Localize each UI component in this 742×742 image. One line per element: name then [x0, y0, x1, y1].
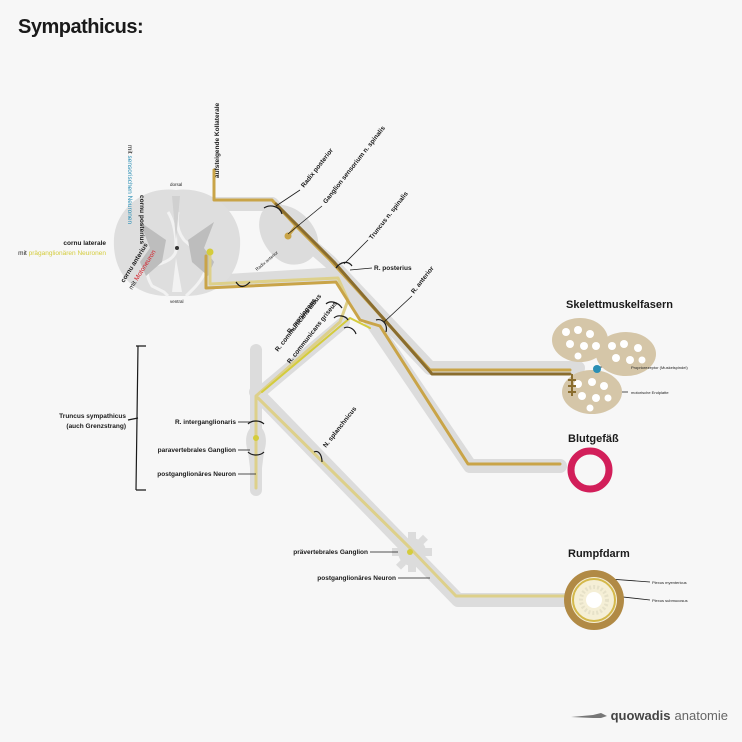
label-truncus-spinalis: Truncus n. spinalis	[368, 190, 410, 241]
label-n-splanchnicus: N. splanchnicus	[322, 405, 358, 449]
label-truncus-sympathicus: Truncus sympathicus	[59, 413, 126, 420]
label-radix-posterior: Radix posterior	[300, 147, 335, 189]
label-r-anterior: R. anterior	[410, 265, 436, 295]
label-praevertebrales-ganglion: prävertebrales Ganglion	[293, 549, 368, 556]
sensory-fiber-dark	[274, 202, 572, 376]
label-plexus-myentericus: Plexus myentericus	[652, 580, 687, 585]
label-r-interganglionaris: R. interganglionaris	[175, 419, 236, 426]
label-plexus-submucosus: Plexus submucosus	[652, 598, 688, 603]
label-aufsteigende-kollaterale: aufsteigende Kollaterale	[214, 102, 221, 178]
motor-fiber	[204, 254, 562, 466]
label-auch-grenzstrang: (auch Grenzstrang)	[66, 423, 126, 430]
label-skelettmuskelfasern: Skelettmuskelfasern	[566, 299, 673, 311]
brand-word-anatomie: anatomie	[674, 708, 728, 723]
brand-logo: quowadis anatomie	[570, 708, 728, 723]
label-blutgefaess: Blutgefäß	[568, 433, 619, 445]
muscle-fibers	[552, 318, 656, 414]
label-dorsal: dorsal	[170, 182, 182, 187]
label-postganglionaeres-neuron-2: postganglionäres Neuron	[317, 575, 396, 582]
label-rumpfdarm: Rumpfdarm	[568, 548, 630, 560]
postganglionic-to-gut	[256, 396, 574, 598]
label-ventral: ventral	[170, 299, 184, 304]
label-radix-anterior: Radix anterior	[254, 250, 279, 272]
label-cornu-posterius: cornu posterius	[138, 195, 145, 245]
label-r-posterius: R. posterius	[374, 265, 412, 272]
brand-word-quowadis: quowadis	[610, 708, 671, 723]
label-cornu-laterale: cornu laterale	[63, 240, 106, 247]
gut-cross-section	[564, 570, 624, 630]
label-mit-praeganglionaeren: mit präganglionären Neuronen	[18, 250, 106, 257]
blood-vessel	[567, 447, 613, 493]
label-propriorezeptor: Propriorezeptor (Muskelspindel)	[631, 365, 688, 370]
label-ganglion-sensorium: Ganglion sensorium n. spinalis	[322, 125, 387, 206]
scalpel-icon	[570, 712, 607, 718]
label-motorische-endplatte: motorische Endplatte	[631, 390, 669, 395]
page-title: Sympathicus:	[18, 16, 144, 38]
nerve-markers	[127, 205, 387, 491]
label-paravertebrales-ganglion: paravertebrales Ganglion	[158, 447, 236, 454]
label-mit-sensorischen: mit sensorischen Neuronen	[126, 145, 133, 225]
gray-ramus-fiber	[261, 317, 371, 393]
label-postganglionaeres-neuron-1: postganglionäres Neuron	[157, 471, 236, 478]
